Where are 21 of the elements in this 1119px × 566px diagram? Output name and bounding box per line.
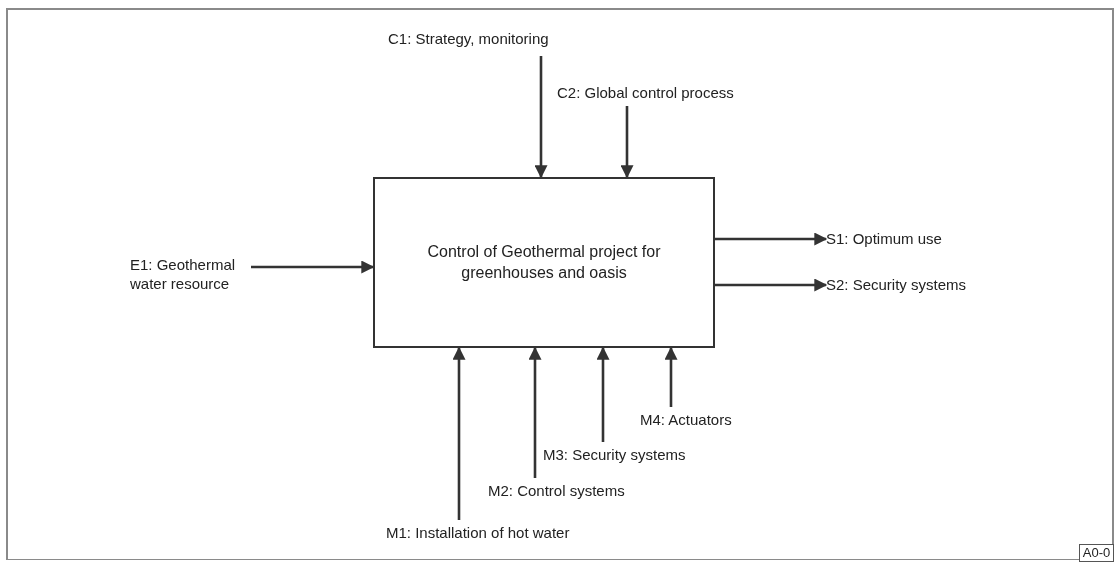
arrow — [534, 56, 548, 179]
arrow — [596, 346, 610, 442]
arrow-label: S1: Optimum use — [826, 226, 986, 252]
arrow — [452, 346, 466, 520]
arrow — [664, 346, 678, 407]
arrow-label: E1: Geothermal water resource — [130, 252, 251, 296]
arrow-label: M3: Security systems — [543, 442, 753, 468]
process-title: Control of Geothermal project for greenhouses and oasis — [426, 241, 662, 283]
arrow-label: C1: Strategy, monitoring — [388, 22, 618, 56]
arrow-label: M2: Control systems — [488, 478, 668, 504]
arrow — [528, 346, 542, 478]
arrow — [715, 232, 828, 246]
arrow-label: M1: Installation of hot water — [386, 520, 586, 546]
diagram-number: A0-0 — [1079, 544, 1114, 562]
arrow — [715, 278, 828, 292]
arrow-label: M4: Actuators — [640, 407, 765, 433]
arrow — [620, 106, 634, 179]
arrow-label: S2: Security systems — [826, 272, 1016, 298]
arrow-label: C2: Global control process — [557, 80, 797, 106]
arrow — [251, 260, 375, 274]
process-box — [373, 177, 715, 348]
